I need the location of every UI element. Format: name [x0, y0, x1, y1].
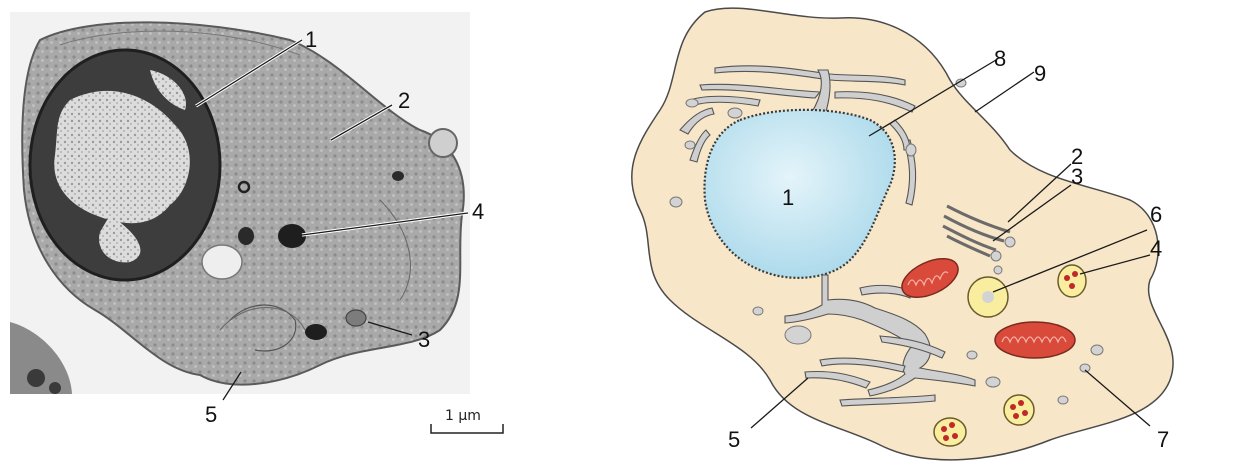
schematic-label-9: 9 [1034, 61, 1046, 86]
micrograph-label-2: 2 [398, 88, 410, 113]
micrograph-label-3: 3 [418, 327, 430, 352]
schematic-label-8: 8 [994, 46, 1006, 71]
micrograph-label-1: 1 [305, 27, 317, 52]
mitochondrion-right [995, 322, 1075, 358]
micrograph-label-5: 5 [205, 402, 217, 427]
schematic-label-4: 4 [1150, 236, 1162, 261]
scale-bar: 1 µm [431, 408, 503, 433]
granule-vacuole-4 [1058, 265, 1086, 297]
schematic-label-6: 6 [1150, 202, 1162, 227]
schematic-cell [632, 8, 1173, 460]
granule-vacuole-b [934, 418, 966, 446]
schematic-label-7: 7 [1157, 427, 1169, 452]
schematic-label-1: 1 [782, 185, 794, 210]
dense-granule [278, 224, 306, 248]
granule-vacuole-a [1004, 395, 1034, 425]
scale-bar-label: 1 µm [445, 408, 481, 424]
lysosome-6 [968, 277, 1008, 317]
membrane-bleb [429, 129, 457, 157]
electron-micrograph: 1 2 4 3 5 1 µm [10, 12, 503, 433]
schematic-label-5: 5 [728, 427, 740, 452]
micrograph-label-4: 4 [472, 199, 484, 224]
clear-vacuole [202, 245, 242, 279]
cell-schematic: 8 9 1 2 3 6 4 5 7 [632, 8, 1173, 460]
schematic-label-3: 3 [1071, 164, 1083, 189]
